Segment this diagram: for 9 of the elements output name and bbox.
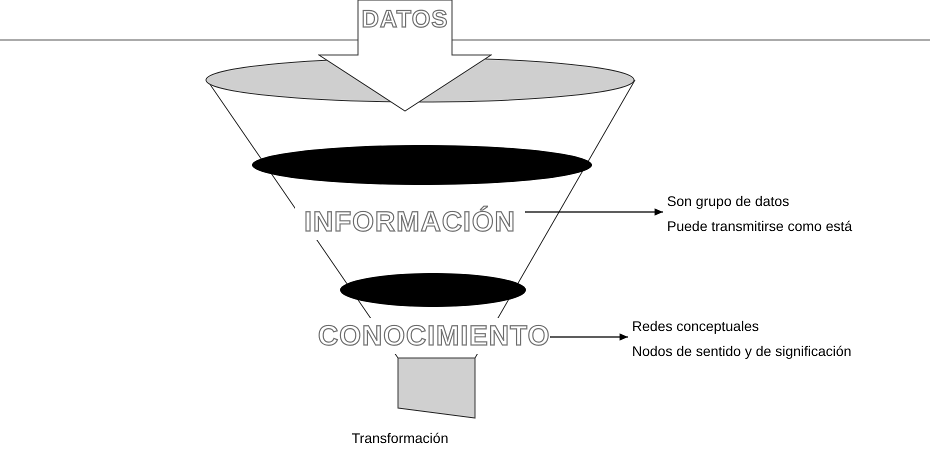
arrow-label: DATOS (360, 6, 450, 34)
arrow (550, 333, 628, 341)
caption-label: Transformación (350, 430, 450, 446)
stage-label: CONOCIMIENTO (318, 318, 550, 354)
description-text: Son grupo de datos (667, 193, 790, 210)
description-text: Puede transmitirse como está (667, 218, 854, 235)
arrow (525, 208, 663, 216)
description-text: Redes conceptuales (632, 318, 760, 335)
description-text: Nodos de sentido y de significación (632, 343, 852, 360)
